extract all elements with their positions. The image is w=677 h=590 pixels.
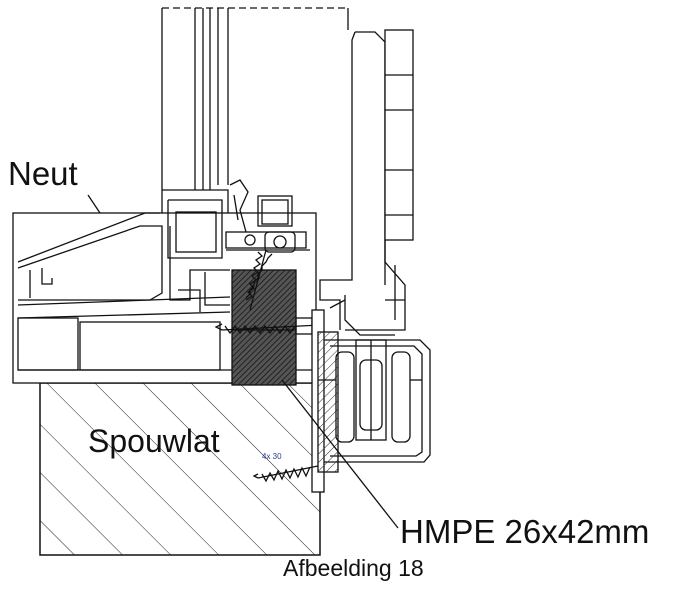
vertical-screw <box>245 249 273 311</box>
track-profile <box>311 309 431 493</box>
bottom-screw <box>252 465 319 483</box>
window-frame <box>161 7 349 259</box>
label-hmpe: HMPE 26x42mm <box>400 513 650 550</box>
leader-hmpe <box>281 379 399 529</box>
spouwlat-batten <box>39 382 321 556</box>
label-screw-size: 4x 30 <box>262 452 282 461</box>
label-neut: Neut <box>8 155 78 192</box>
hinge-mechanism <box>225 195 310 253</box>
label-spouwlat: Spouwlat <box>88 423 220 459</box>
figure-caption: Afbeelding 18 <box>283 555 424 581</box>
sash-profile <box>319 29 414 336</box>
leader-neut <box>87 194 101 214</box>
